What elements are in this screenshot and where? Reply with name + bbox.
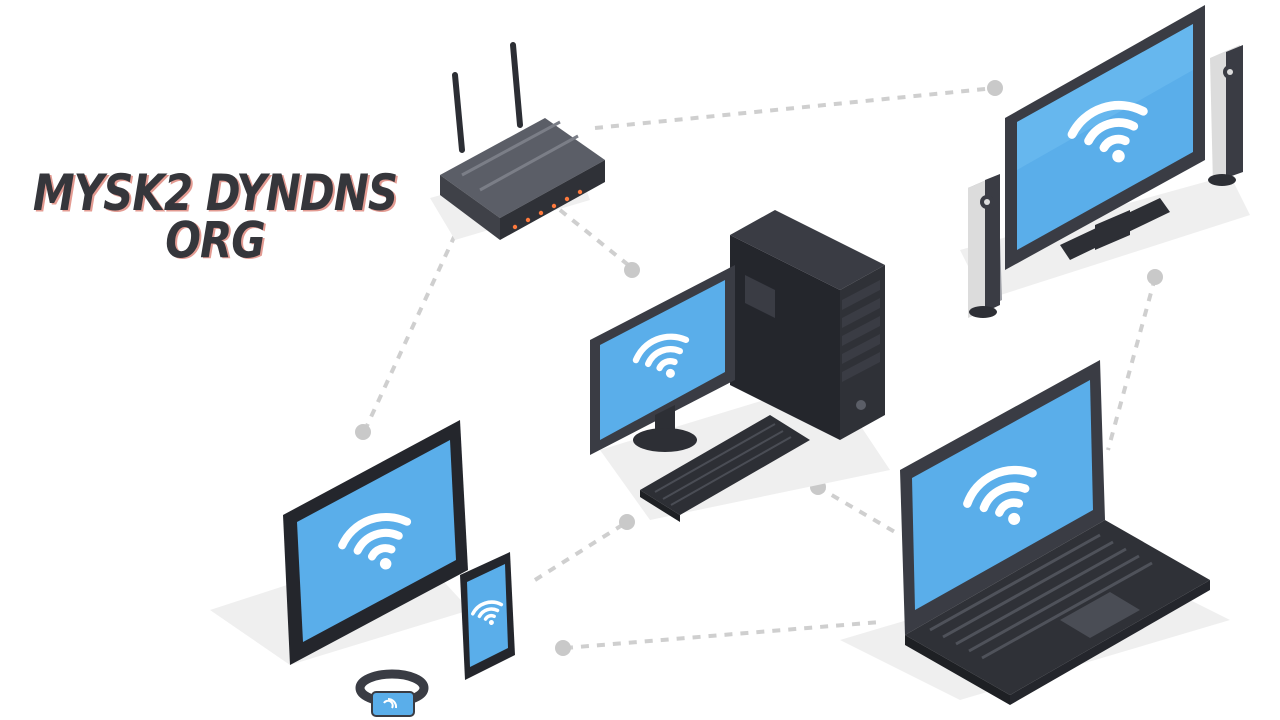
tablet-icon — [283, 420, 468, 665]
tv-with-speakers-icon — [968, 5, 1243, 318]
desktop-computer-icon — [590, 210, 885, 522]
page-title-line-1: MYSK2 DYNDNS — [32, 164, 398, 222]
network-connectors — [363, 86, 1157, 650]
smartphone-icon — [460, 552, 515, 680]
page-title: MYSK2 DYNDNS ORG — [30, 164, 400, 270]
router-icon — [440, 42, 605, 240]
page-title-line-2: ORG — [165, 211, 266, 270]
smartwatch-icon — [355, 669, 429, 717]
laptop-icon — [900, 360, 1210, 705]
